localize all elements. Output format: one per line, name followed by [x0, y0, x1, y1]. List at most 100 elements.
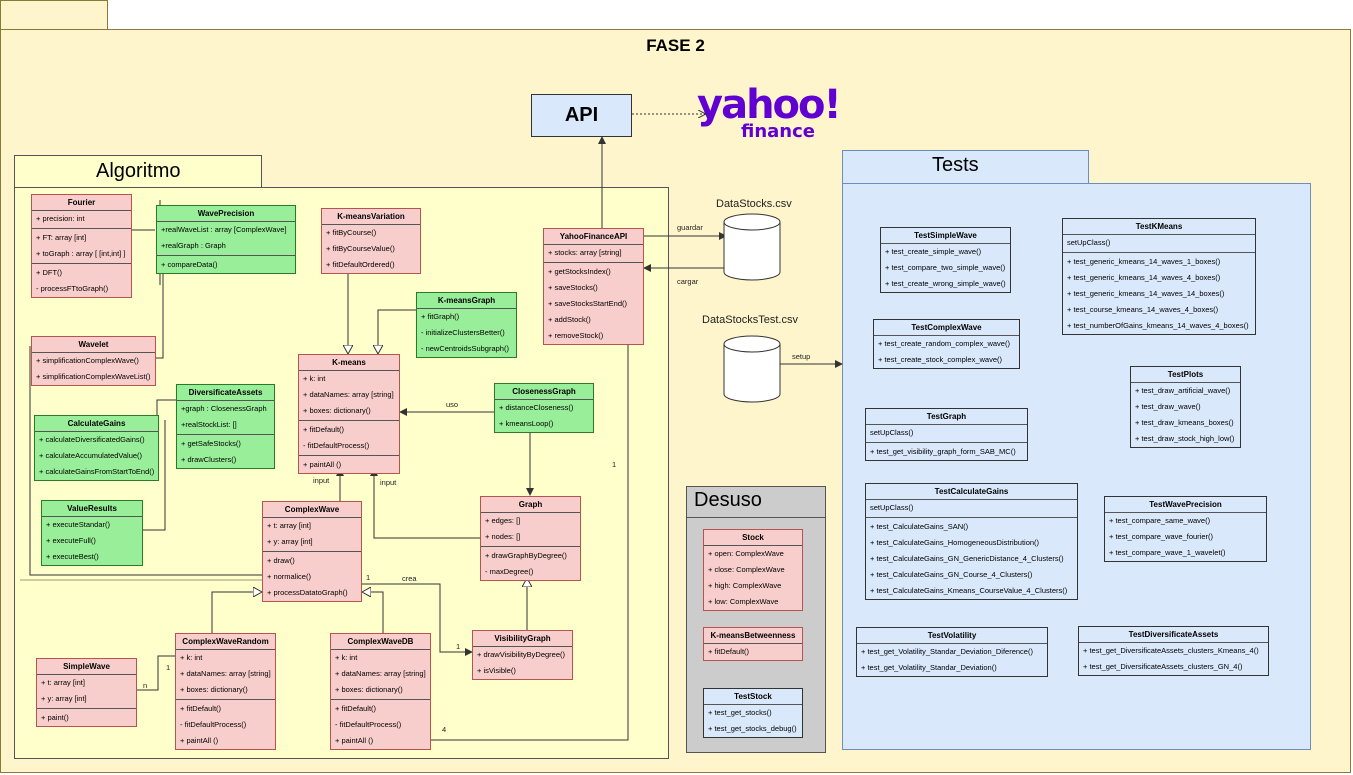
class-teststock-name: TestStock — [704, 689, 802, 705]
class-divider — [481, 546, 580, 547]
class-waveprecision-member: +realWaveList : array [ComplexWave] — [161, 225, 287, 234]
class-divider — [176, 699, 275, 700]
class-testwaveprecision: TestWavePrecision+ test_compare_same_wav… — [1104, 496, 1267, 562]
label-n: n — [143, 681, 148, 690]
yahoo-logo-word: yahoo! — [697, 82, 842, 128]
class-valueresults-member: + executeBest() — [46, 552, 99, 561]
class-divider — [157, 255, 295, 256]
class-divider — [37, 708, 136, 709]
class-divider — [331, 699, 430, 700]
yahoo-finance-logo: yahoo! finance — [697, 82, 842, 143]
class-kmeansvariation-member: + fitDefaultOrdered() — [326, 260, 395, 269]
class-teststock: TestStock + test_get_stocks() + test_get_s… — [703, 688, 803, 738]
class-divider — [544, 262, 643, 263]
class-testcomplexwave-member: + test_create_stock_complex_wave() — [878, 355, 1003, 364]
class-kmeans: K-means+ k: int+ dataNames: array [strin… — [298, 354, 400, 474]
class-testcalculategains-name: TestCalculateGains — [866, 484, 1077, 500]
class-testcomplexwave: TestComplexWave+ test_create_random_comp… — [873, 319, 1020, 369]
class-divider — [866, 442, 1027, 443]
class-complexwaverandom-member: + boxes: dictionary() — [180, 685, 248, 694]
class-valueresults-member: + executeStandar() — [46, 520, 110, 529]
class-testkmeans-name: TestKMeans — [1063, 219, 1255, 235]
class-wavelet-member: + simplificationComplexWaveList() — [36, 372, 151, 381]
class-testgraph-name: TestGraph — [866, 409, 1027, 425]
class-complexwaverandom-member: + paintAll () — [180, 736, 219, 745]
class-valueresults-name: ValueResults — [42, 501, 142, 517]
class-testdiversificateassets-member: + test_get_DiversificateAssets_clusters_… — [1083, 662, 1243, 671]
class-wavelet: Wavelet+ simplificationComplexWave()+ si… — [31, 336, 156, 386]
class-testdiversificateassets-name: TestDiversificateAssets — [1079, 627, 1268, 643]
class-complexwaverandom-member: + dataNames: array [string] — [180, 669, 271, 678]
class-waveprecision-member: + compareData() — [161, 260, 218, 269]
class-testcalculategains-member: + test_CalculateGains_SAN() — [870, 522, 969, 531]
label-crea: crea — [402, 574, 417, 583]
class-visibilitygraph-member: + drawVisibilityByDegree() — [477, 650, 566, 659]
class-kmeansvariation-member: + fitByCourseValue() — [326, 244, 395, 253]
class-testcalculategains-member: + test_CalculateGains_GN_GenericDistance… — [870, 554, 1064, 563]
class-testcalculategains-member: + test_CalculateGains_GN_Course_4_Cluste… — [870, 570, 1033, 579]
label-uso: uso — [446, 400, 459, 409]
class-teststock-member: + test_get_stocks() — [708, 708, 772, 717]
class-complexwavedb-member: + fitDefault() — [335, 704, 377, 713]
class-complexwavedb-member: - fitDefaultProcess() — [335, 720, 402, 729]
algoritmo-title: Algoritmo — [96, 160, 181, 182]
class-simplewave-member: + t: array [int] — [41, 678, 85, 687]
tests-title: Tests — [932, 154, 979, 176]
class-complexwaverandom-member: + fitDefault() — [180, 704, 222, 713]
class-testsimplewave: TestSimpleWave+ test_create_simple_wave(… — [880, 227, 1011, 293]
class-valueresults-member: + executeFull() — [46, 536, 96, 545]
class-kmeansvariation-member: + fitByCourse() — [326, 228, 377, 237]
class-complexwave-member: + processDatatoGraph() — [267, 588, 348, 597]
class-visibilitygraph: VisibilityGraph+ drawVisibilityByDegree(… — [472, 630, 573, 680]
class-testplots-member: + test_draw_stock_high_low() — [1135, 434, 1235, 443]
class-complexwave-member: + draw() — [267, 556, 295, 565]
class-testkmeans-member: + test_generic_kmeans_14_waves_14_boxes(… — [1067, 289, 1225, 298]
label-guardar: guardar — [677, 223, 703, 232]
class-calculategains-member: + calculateGainsFromStartToEnd() — [39, 467, 155, 476]
class-graph: Graph+ edges: []+ nodes: []+ drawGraphBy… — [480, 496, 581, 581]
class-teststock-member: + test_get_stocks_debug() — [708, 724, 797, 733]
class-complexwavedb-member: + boxes: dictionary() — [335, 685, 403, 694]
class-simplewave-member: + paint() — [41, 713, 69, 722]
class-yahoofinanceapi-member: + saveStocksStartEnd() — [548, 299, 627, 308]
class-simplewave: SimpleWave+ t: array [int]+ y: array [in… — [36, 658, 137, 727]
class-testsimplewave-member: + test_create_simple_wave() — [885, 247, 982, 256]
class-testplots-name: TestPlots — [1131, 367, 1240, 383]
class-kmeansbetweenness-name: K-meansBetweenness — [704, 628, 802, 644]
class-stock-member: + high: ComplexWave — [708, 581, 782, 590]
class-complexwavedb-member: + paintAll () — [335, 736, 374, 745]
class-waveprecision-member: +realGraph : Graph — [161, 241, 226, 250]
class-testkmeans-member: setUpClass() — [1067, 238, 1111, 247]
class-stock-member: + open: ComplexWave — [708, 549, 784, 558]
class-diversificateassets-member: + getSafeStocks() — [181, 439, 241, 448]
class-testkmeans-member: + test_generic_kmeans_14_waves_4_boxes() — [1067, 273, 1221, 282]
class-kmeans-member: + dataNames: array [string] — [303, 390, 394, 399]
class-kmeansvariation-name: K-meansVariation — [322, 209, 420, 225]
class-valueresults: ValueResults + executeStandar() + executeF… — [41, 500, 143, 566]
class-testplots-member: + test_draw_wave() — [1135, 402, 1201, 411]
class-testdiversificateassets: TestDiversificateAssets + test_get_Divers… — [1078, 626, 1269, 676]
class-fourier-name: Fourier — [32, 195, 131, 211]
class-fourier-member: - processFTtoGraph() — [36, 284, 109, 293]
class-testcalculategains-member: + test_CalculateGains_Kmeans_CourseValue… — [870, 586, 1068, 595]
class-complexwavedb: ComplexWaveDB+ k: int+ dataNames: array … — [330, 633, 431, 750]
class-stock: Stock+ open: ComplexWave+ close: Complex… — [703, 529, 803, 611]
class-divider — [177, 434, 274, 435]
class-calculategains-member: + calculateDiversificatedGains() — [39, 435, 145, 444]
class-kmeansgraph-name: K-meansGraph — [417, 293, 516, 309]
class-yahoofinanceapi-member: + getStocksIndex() — [548, 267, 611, 276]
class-waveprecision: WavePrecision+realWaveList : array [Comp… — [156, 205, 296, 274]
class-testplots-member: + test_draw_kmeans_boxes() — [1135, 418, 1234, 427]
class-fourier-member: + DFT() — [36, 268, 63, 277]
class-complexwaverandom: ComplexWaveRandom+ k: int+ dataNames: ar… — [175, 633, 276, 750]
class-closenessgraph-member: + distanceCloseness() — [499, 403, 574, 412]
class-complexwavedb-member: + dataNames: array [string] — [335, 669, 426, 678]
class-kmeansgraph-member: - initializeClustersBetter() — [421, 328, 505, 337]
class-complexwavedb-name: ComplexWaveDB — [331, 634, 430, 650]
class-calculategains: CalculateGains+ calculateDiversificatedG… — [34, 415, 159, 481]
class-complexwaverandom-member: + k: int — [180, 653, 203, 662]
class-diversificateassets: DiversificateAssets+graph : ClosenessGra… — [176, 384, 275, 469]
class-yahoofinanceapi-name: YahooFinanceAPI — [544, 229, 643, 245]
class-diversificateassets-name: DiversificateAssets — [177, 385, 274, 401]
